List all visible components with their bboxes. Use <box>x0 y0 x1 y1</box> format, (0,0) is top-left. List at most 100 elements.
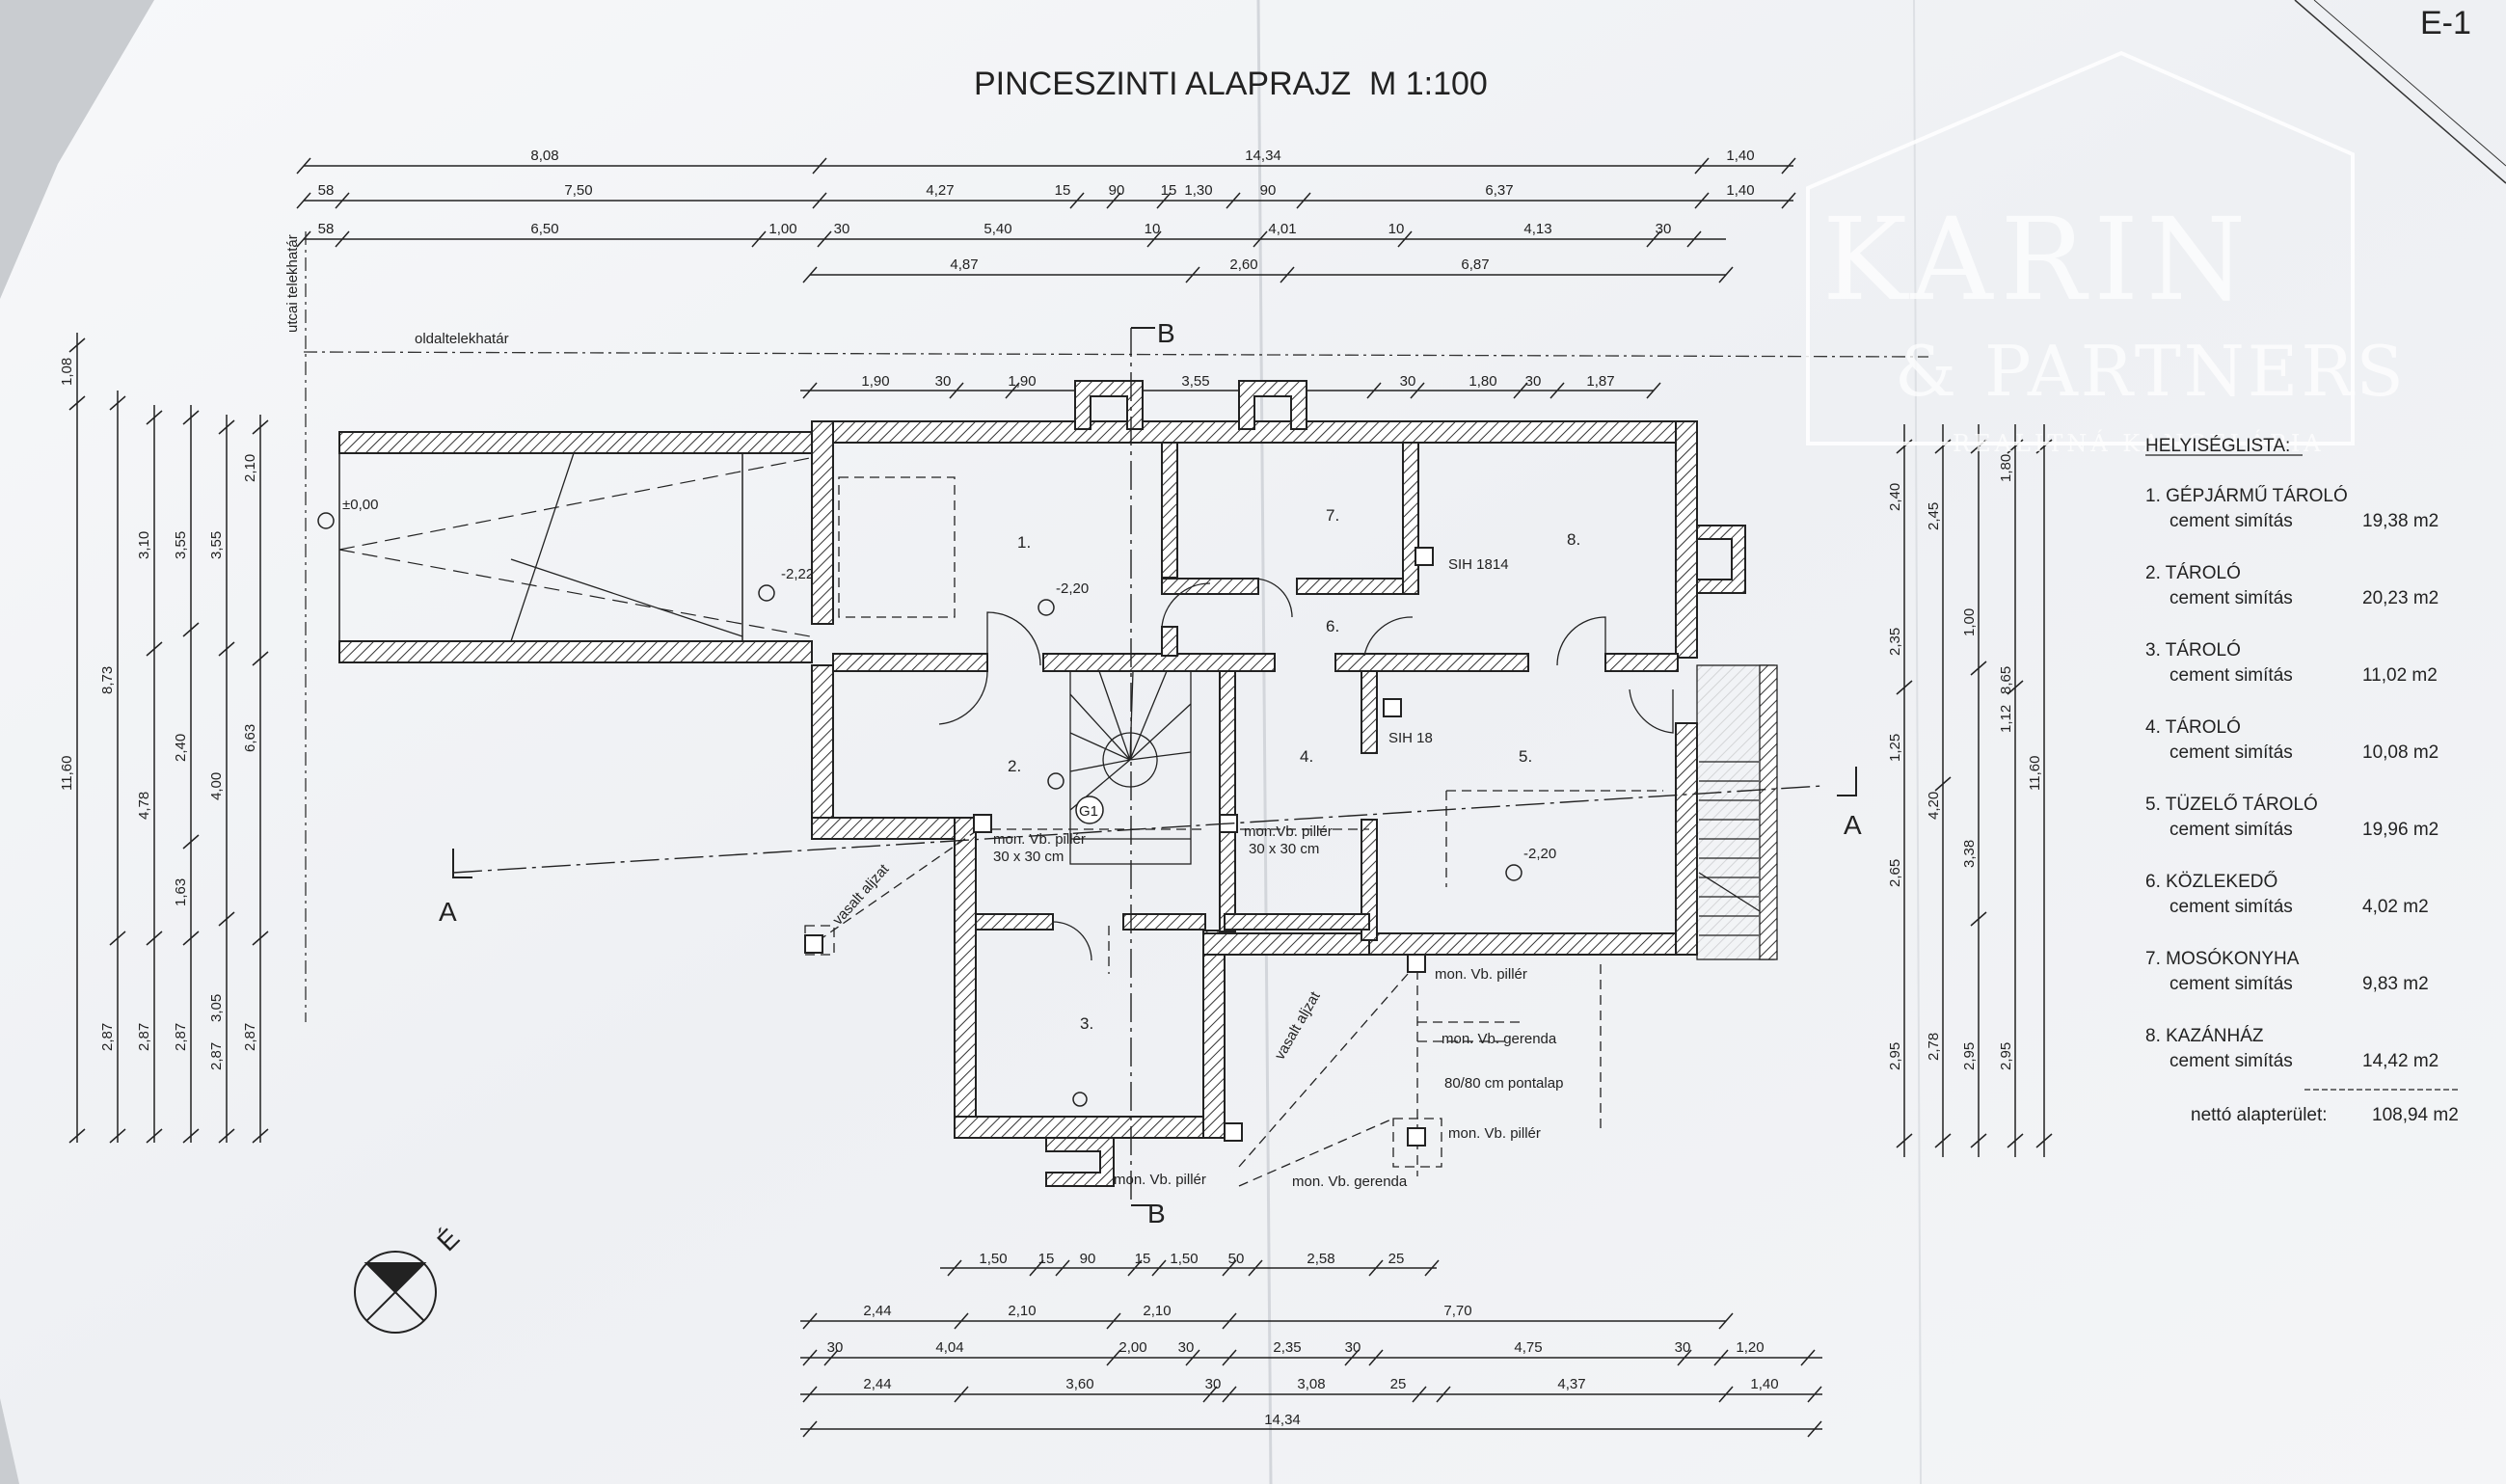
driveway-ramp <box>338 431 813 663</box>
door-swings <box>938 578 1674 961</box>
svg-text:2,10: 2,10 <box>1008 1303 1036 1319</box>
svg-text:1,80: 1,80 <box>1469 373 1496 390</box>
svg-text:58: 58 <box>318 182 335 199</box>
svg-text:1,50: 1,50 <box>979 1251 1007 1267</box>
svg-text:2,87: 2,87 <box>136 1023 152 1051</box>
svg-text:1,12: 1,12 <box>1998 705 2014 733</box>
svg-text:1,00: 1,00 <box>768 221 796 237</box>
section-a-right: A <box>1844 810 1862 840</box>
legend-room-name: 3. TÁROLÓ <box>2145 639 2241 661</box>
svg-text:4,20: 4,20 <box>1926 792 1942 820</box>
svg-text:1,40: 1,40 <box>1726 182 1754 199</box>
section-a-left: A <box>439 897 457 927</box>
legend-room-finish: cement simítás <box>2169 1051 2293 1071</box>
svg-text:SIH 1814: SIH 1814 <box>1448 556 1509 573</box>
svg-text:2,65: 2,65 <box>1887 859 1903 887</box>
level-mark-room5: -2,20 <box>1523 846 1556 862</box>
svg-text:3,38: 3,38 <box>1961 840 1978 868</box>
svg-text:REALITNÁ KANCELÁRIA: REALITNÁ KANCELÁRIA <box>1953 429 2325 457</box>
legend-room-name: 1. GÉPJÁRMŰ TÁROLÓ <box>2145 485 2348 506</box>
legend-room-finish: cement simítás <box>2169 665 2293 686</box>
svg-text:4.: 4. <box>1300 747 1313 766</box>
top-dimension-texts: 8,08 14,34 1,40 58 7,50 4,27 15 90 15 1,… <box>318 148 1755 390</box>
svg-text:mon. Vb. pillér: mon. Vb. pillér <box>1114 1172 1206 1188</box>
level-mark-room1: -2,20 <box>1056 580 1089 597</box>
svg-text:1,50: 1,50 <box>1170 1251 1198 1267</box>
svg-text:15: 15 <box>1055 182 1071 199</box>
svg-text:2,95: 2,95 <box>1887 1042 1903 1070</box>
svg-text:2,95: 2,95 <box>1961 1042 1978 1070</box>
svg-text:7.: 7. <box>1326 506 1339 525</box>
legend-room-area: 14,42 m2 <box>2362 1051 2439 1071</box>
svg-text:2,87: 2,87 <box>173 1023 189 1051</box>
svg-text:15: 15 <box>1038 1251 1055 1267</box>
section-b-bottom: B <box>1147 1199 1166 1228</box>
svg-text:1,87: 1,87 <box>1586 373 1614 390</box>
svg-text:58: 58 <box>318 221 335 237</box>
svg-text:50: 50 <box>1228 1251 1245 1267</box>
svg-text:30: 30 <box>827 1339 844 1356</box>
svg-text:6.: 6. <box>1326 617 1339 635</box>
svg-text:8,65: 8,65 <box>1998 666 2014 694</box>
legend-heading: HELYISÉGLISTA: <box>2145 436 2290 456</box>
svg-text:30: 30 <box>1656 221 1672 237</box>
svg-text:mon. Vb. gerenda: mon. Vb. gerenda <box>1292 1174 1408 1190</box>
svg-text:3,55: 3,55 <box>173 531 189 559</box>
svg-text:4,87: 4,87 <box>950 256 978 273</box>
svg-text:8,08: 8,08 <box>530 148 558 164</box>
svg-text:6,87: 6,87 <box>1461 256 1489 273</box>
svg-text:4,78: 4,78 <box>136 792 152 820</box>
svg-text:10: 10 <box>1388 221 1405 237</box>
svg-text:11,60: 11,60 <box>59 756 75 791</box>
svg-text:3,08: 3,08 <box>1297 1376 1325 1392</box>
svg-text:2,10: 2,10 <box>1143 1303 1171 1319</box>
svg-text:mon. Vb. pillér: mon. Vb. pillér <box>993 831 1086 848</box>
svg-text:5,40: 5,40 <box>984 221 1011 237</box>
svg-text:1,90: 1,90 <box>861 373 889 390</box>
corner-line <box>2294 0 2506 184</box>
svg-text:2,40: 2,40 <box>173 734 189 762</box>
section-b-top: B <box>1157 318 1175 348</box>
legend-room-name: 6. KÖZLEKEDŐ <box>2145 871 2277 892</box>
svg-text:4,01: 4,01 <box>1268 221 1296 237</box>
svg-text:8,73: 8,73 <box>99 666 116 694</box>
svg-text:mon. Vb. pillér: mon. Vb. pillér <box>1435 966 1527 983</box>
level-mark-zero: ±0,00 <box>342 497 378 513</box>
svg-text:14,34: 14,34 <box>1245 148 1281 164</box>
svg-text:2,78: 2,78 <box>1926 1033 1942 1061</box>
svg-text:30: 30 <box>1345 1339 1361 1356</box>
legend-room-name: 4. TÁROLÓ <box>2145 716 2241 738</box>
paper-fold <box>1256 0 1273 1484</box>
svg-text:KARIN: KARIN <box>1822 193 2253 326</box>
right-dimension-texts: 2,40 2,35 1,25 2,65 2,95 2,45 4,20 2,78 … <box>1887 454 2043 1070</box>
svg-text:1,20: 1,20 <box>1736 1339 1764 1356</box>
svg-text:mon. Vb. gerenda: mon. Vb. gerenda <box>1442 1031 1557 1047</box>
outside-stair <box>1696 664 1778 960</box>
bottom-dimension-chains <box>800 1259 1822 1438</box>
svg-text:25: 25 <box>1388 1251 1405 1267</box>
svg-text:1,40: 1,40 <box>1750 1376 1778 1392</box>
svg-text:10: 10 <box>1145 221 1161 237</box>
light-wells <box>1045 380 1746 1187</box>
svg-text:4,27: 4,27 <box>926 182 954 199</box>
svg-text:4,75: 4,75 <box>1514 1339 1542 1356</box>
svg-text:2,87: 2,87 <box>99 1023 116 1051</box>
room-labels: 1. 2. 3. 4. 5. 6. 7. 8. <box>1008 506 1580 1033</box>
columns <box>804 547 1434 1147</box>
svg-text:7,50: 7,50 <box>564 182 592 199</box>
drawing-title: PINCESZINTI ALAPRAJZ M 1:100 <box>974 66 1488 102</box>
svg-text:mon. Vb. pillér: mon. Vb. pillér <box>1448 1125 1541 1142</box>
svg-text:15: 15 <box>1135 1251 1151 1267</box>
street-boundary-label: utcai telekhatár <box>284 234 301 333</box>
right-dimension-columns <box>1896 424 2053 1157</box>
svg-text:7,70: 7,70 <box>1443 1303 1471 1319</box>
svg-text:30: 30 <box>834 221 850 237</box>
section-markers <box>452 327 1857 1206</box>
svg-text:30: 30 <box>1675 1339 1691 1356</box>
svg-text:30: 30 <box>1205 1376 1222 1392</box>
svg-text:1.: 1. <box>1017 533 1031 552</box>
svg-text:1,08: 1,08 <box>59 358 75 386</box>
legend-room-name: 7. MOSÓKONYHA <box>2145 948 2300 969</box>
svg-text:6,50: 6,50 <box>530 221 558 237</box>
svg-text:2,35: 2,35 <box>1273 1339 1301 1356</box>
